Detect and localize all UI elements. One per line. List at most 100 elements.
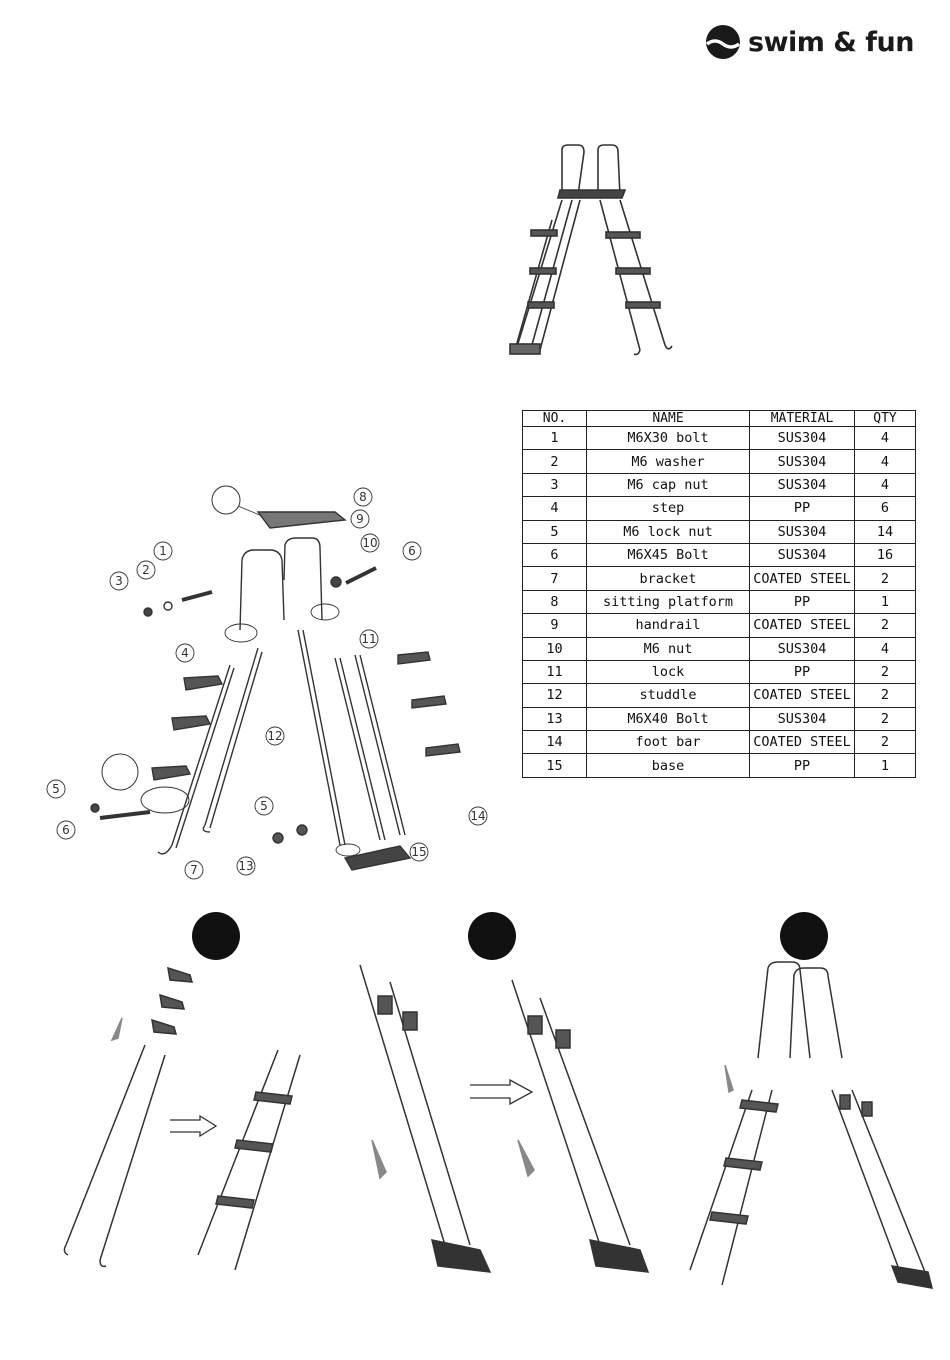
svg-text:9: 9 [356,512,364,526]
svg-text:10: 10 [362,536,377,550]
part-callouts: 1 2 3 4 5 6 7 8 9 10 11 12 13 14 15 5 6 [46,487,488,880]
cell-qty: 1 [854,589,916,615]
cell-qty: 4 [854,636,916,661]
svg-text:5: 5 [52,782,60,796]
svg-text:14: 14 [470,809,485,823]
cell-name: M6X45 Bolt [586,542,750,568]
cell-material: PP [749,753,855,778]
svg-text:6: 6 [62,823,70,837]
cell-qty: 6 [854,496,916,521]
cell-name: M6 lock nut [586,519,750,544]
header-name: NAME [586,410,750,427]
cell-name: base [586,753,750,778]
svg-text:7: 7 [190,863,198,877]
cell-qty: 1 [854,753,916,778]
cell-material: COATED STEEL [749,566,855,591]
brand-logo: swim & fun [704,20,924,64]
svg-text:12: 12 [267,729,282,743]
step-badge-2 [468,912,516,960]
callout-6: 6 [56,820,76,840]
header-qty: QTY [854,410,916,427]
assembled-ladder-drawing [509,144,673,356]
svg-text:8: 8 [359,490,367,504]
cell-no: 9 [522,613,587,638]
cell-qty: 4 [854,472,916,498]
svg-text:3: 3 [115,574,123,588]
cell-no: 8 [522,589,587,615]
svg-text:13: 13 [238,859,253,873]
cell-no: 14 [522,730,587,755]
cell-material: PP [749,589,855,615]
cell-no: 12 [522,683,587,708]
cell-material: PP [749,659,855,685]
callout-3: 3 [109,571,129,591]
swim-logo-icon [705,25,741,59]
svg-text:1: 1 [159,544,167,558]
table-header-row: NO. NAME MATERIAL QTY [522,410,916,427]
cell-no: 5 [522,519,587,544]
cell-name: lock [586,659,750,685]
cell-no: 10 [522,636,587,661]
svg-text:2: 2 [142,563,150,577]
exploded-view-drawing [90,485,461,871]
callout-11: 11 [359,629,379,649]
brand-name: swim & fun [748,26,914,58]
assembly-step-3-drawing [689,961,934,1289]
cell-no: 2 [522,449,587,474]
cell-no: 13 [522,706,587,732]
step-badge-1 [192,912,240,960]
cell-material: SUS304 [749,636,855,661]
assembly-step-1-drawing [63,966,301,1271]
callout-14: 14 [468,806,488,826]
cell-name: M6X30 bolt [586,425,750,451]
cell-material: SUS304 [749,706,855,732]
callout-4: 4 [175,643,195,663]
cell-material: SUS304 [749,449,855,474]
cell-qty: 4 [854,449,916,474]
callout-10: 10 [360,533,380,553]
callout-15: 15 [409,842,429,862]
cell-name: step [586,496,750,521]
callout-5-lower: 5 [254,796,274,816]
cell-name: foot bar [586,730,750,755]
callout-12: 12 [265,726,285,746]
cell-name: studdle [586,683,750,708]
cell-no: 15 [522,753,587,778]
cell-name: handrail [586,613,750,638]
cell-qty: 2 [854,706,916,732]
svg-text:5: 5 [260,799,268,813]
callout-2: 2 [136,560,156,580]
cell-no: 6 [522,542,587,568]
cell-no: 11 [522,659,587,685]
callout-7: 7 [184,860,204,880]
cell-qty: 14 [854,519,916,544]
cell-no: 3 [522,472,587,498]
svg-text:15: 15 [411,845,426,859]
header-no: NO. [522,410,587,427]
callout-1: 1 [153,541,173,561]
cell-material: SUS304 [749,472,855,498]
cell-material: SUS304 [749,519,855,544]
cell-qty: 2 [854,659,916,685]
cell-material: COATED STEEL [749,683,855,708]
cell-material: SUS304 [749,425,855,451]
callout-13: 13 [236,856,256,876]
cell-no: 7 [522,566,587,591]
cell-qty: 4 [854,425,916,451]
cell-material: COATED STEEL [749,730,855,755]
cell-material: PP [749,496,855,521]
